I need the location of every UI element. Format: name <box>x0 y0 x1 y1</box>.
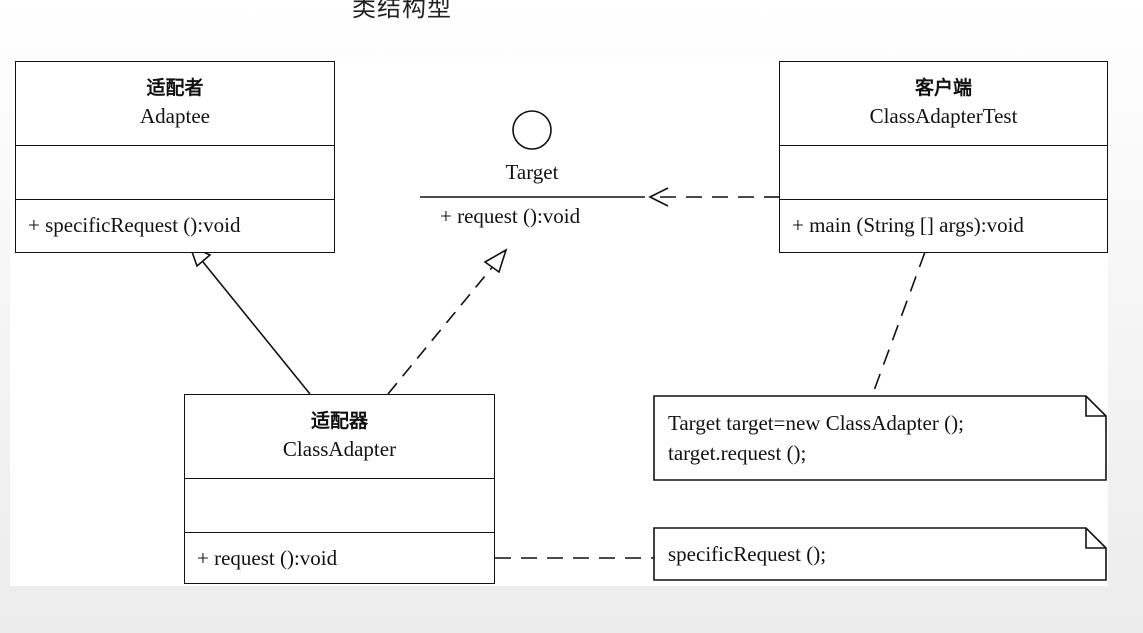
client-note-fold-icon <box>1085 396 1106 417</box>
page-heading: 类结构型 <box>352 0 452 22</box>
target-interface-operation: + request ():void <box>440 204 581 228</box>
client-note: Target target=new ClassAdapter (); targe… <box>654 408 1084 468</box>
adapter-note-fold-icon <box>1085 528 1106 549</box>
adaptee-class-name: 适配者 Adaptee <box>16 62 334 146</box>
adapter-adaptee-generalization <box>202 261 311 395</box>
adapter-note-outline <box>653 527 1107 581</box>
adapter-attributes <box>185 479 494 533</box>
adaptee-en-label: Adaptee <box>140 104 210 128</box>
dependency-arrowhead-icon <box>648 187 669 207</box>
realization-arrowhead-icon <box>483 248 508 274</box>
adapter-en-label: ClassAdapter <box>282 437 397 461</box>
adapter-target-realization <box>387 264 495 395</box>
adapter-class-box[interactable]: 适配器 ClassAdapter + request ():void <box>184 394 495 584</box>
client-operation: + main (String [] args):void <box>792 213 1024 237</box>
adaptee-operation: + specificRequest ():void <box>28 213 241 237</box>
client-note-outline <box>653 395 1107 481</box>
client-cn-label: 客户端 <box>914 77 972 99</box>
client-attributes <box>780 146 1107 200</box>
adapter-operation: + request ():void <box>197 546 338 570</box>
client-note-anchor <box>871 251 926 397</box>
client-note-line: target.request (); <box>668 441 807 465</box>
client-en-label: ClassAdapterTest <box>869 104 1018 128</box>
adaptee-attributes <box>16 146 334 200</box>
adapter-note-line: specificRequest (); <box>668 542 827 566</box>
client-class-box[interactable]: 客户端 ClassAdapterTest + main (String [] a… <box>779 61 1108 253</box>
adapter-cn-label: 适配器 <box>310 410 368 432</box>
interface-circle-icon <box>512 110 552 150</box>
adapter-note: specificRequest (); <box>654 539 1084 569</box>
adapter-class-name: 适配器 ClassAdapter <box>185 395 494 479</box>
adaptee-class-box[interactable]: 适配者 Adaptee + specificRequest ():void <box>15 61 335 253</box>
adaptee-cn-label: 适配者 <box>146 77 204 99</box>
client-class-name: 客户端 ClassAdapterTest <box>780 62 1107 146</box>
client-note-line: Target target=new ClassAdapter (); <box>668 411 964 435</box>
target-interface-name: Target <box>505 160 559 184</box>
